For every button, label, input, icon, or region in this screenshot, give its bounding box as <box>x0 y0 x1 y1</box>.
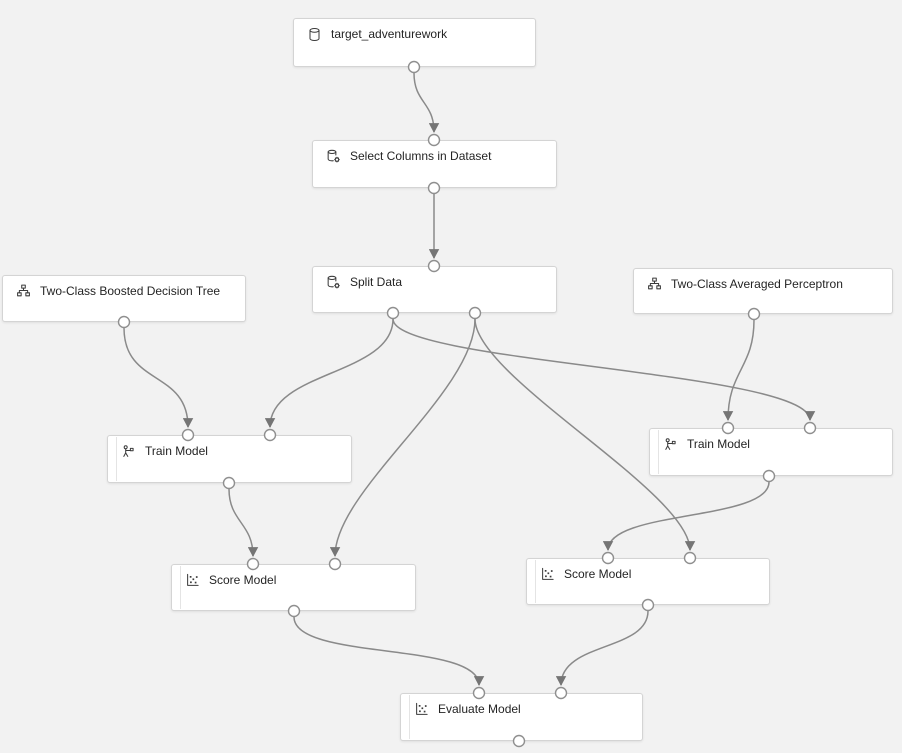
port-score-left-input-1[interactable] <box>246 557 260 571</box>
port-score-left-input-2[interactable] <box>328 557 342 571</box>
port-train-left-input-2[interactable] <box>263 428 277 442</box>
edge-boosted-tree-to-train-left-in1[interactable] <box>123 327 194 429</box>
port-train-left-output[interactable] <box>222 476 236 490</box>
port-select-columns-input[interactable] <box>427 133 441 147</box>
node-label: Score Model <box>209 573 277 587</box>
edge-split-out1-to-train-left-in2[interactable] <box>264 318 394 429</box>
port-train-right-input-1[interactable] <box>721 421 735 435</box>
port-evaluate-input-2[interactable] <box>554 686 568 700</box>
database-icon <box>307 27 322 42</box>
port-score-left-output[interactable] <box>287 604 301 618</box>
port-train-left-input-1[interactable] <box>181 428 195 442</box>
node-evaluate-model[interactable]: Evaluate Model <box>400 693 643 741</box>
node-label: Train Model <box>687 437 750 451</box>
node-label: Two-Class Boosted Decision Tree <box>40 284 221 298</box>
train-model-icon <box>121 444 136 459</box>
node-label: target_adventurework <box>331 27 448 41</box>
database-gear-icon <box>326 275 341 290</box>
port-evaluate-output[interactable] <box>512 734 526 748</box>
edge-split-out2-to-score-left-in2[interactable] <box>329 318 476 558</box>
node-label: Split Data <box>350 275 403 289</box>
port-train-right-output[interactable] <box>762 469 776 483</box>
port-split-data-output-2[interactable] <box>468 306 482 320</box>
edge-split-out1-to-train-right-in2[interactable] <box>392 318 816 422</box>
port-train-right-input-2[interactable] <box>803 421 817 435</box>
port-boosted-tree-output[interactable] <box>117 315 131 329</box>
train-model-icon <box>663 437 678 452</box>
node-label: Train Model <box>145 444 208 458</box>
port-score-right-input-2[interactable] <box>683 551 697 565</box>
port-perceptron-output[interactable] <box>747 307 761 321</box>
port-evaluate-input-1[interactable] <box>472 686 486 700</box>
node-train-model-left[interactable]: Train Model <box>107 435 352 483</box>
node-label: Two-Class Averaged Perceptron <box>671 277 843 291</box>
edge-perceptron-to-train-right-in1[interactable] <box>722 319 755 422</box>
node-select-columns-in-dataset[interactable]: Select Columns in Dataset <box>312 140 557 188</box>
port-split-data-input[interactable] <box>427 259 441 273</box>
node-label: Evaluate Model <box>438 702 521 716</box>
database-gear-icon <box>326 149 341 164</box>
node-dataset-target-adventurework[interactable]: target_adventurework <box>293 18 536 67</box>
edge-score-right-to-evaluate-in2[interactable] <box>555 610 649 687</box>
port-dataset-output[interactable] <box>407 60 421 74</box>
edge-train-right-to-score-right-in1[interactable] <box>602 481 770 552</box>
node-label: Select Columns in Dataset <box>350 149 492 163</box>
scatter-plot-icon <box>185 573 200 588</box>
scatter-plot-icon <box>414 702 429 717</box>
algorithm-icon <box>16 284 31 299</box>
edge-score-left-to-evaluate-in1[interactable] <box>293 616 485 687</box>
node-score-model-right[interactable]: Score Model <box>526 558 770 605</box>
port-split-data-output-1[interactable] <box>386 306 400 320</box>
edge-dataset-to-select-columns[interactable] <box>413 72 440 134</box>
node-two-class-boosted-decision-tree[interactable]: Two-Class Boosted Decision Tree <box>2 275 246 322</box>
port-score-right-output[interactable] <box>641 598 655 612</box>
port-select-columns-output[interactable] <box>427 181 441 195</box>
node-train-model-right[interactable]: Train Model <box>649 428 893 476</box>
edge-train-left-to-score-left-in1[interactable] <box>228 488 259 558</box>
algorithm-icon <box>647 277 662 292</box>
node-two-class-averaged-perceptron[interactable]: Two-Class Averaged Perceptron <box>633 268 893 314</box>
node-label: Score Model <box>564 567 632 581</box>
node-score-model-left[interactable]: Score Model <box>171 564 416 611</box>
scatter-plot-icon <box>540 567 555 582</box>
node-split-data[interactable]: Split Data <box>312 266 557 313</box>
port-score-right-input-1[interactable] <box>601 551 615 565</box>
edge-split-out2-to-score-right-in2[interactable] <box>474 318 696 552</box>
